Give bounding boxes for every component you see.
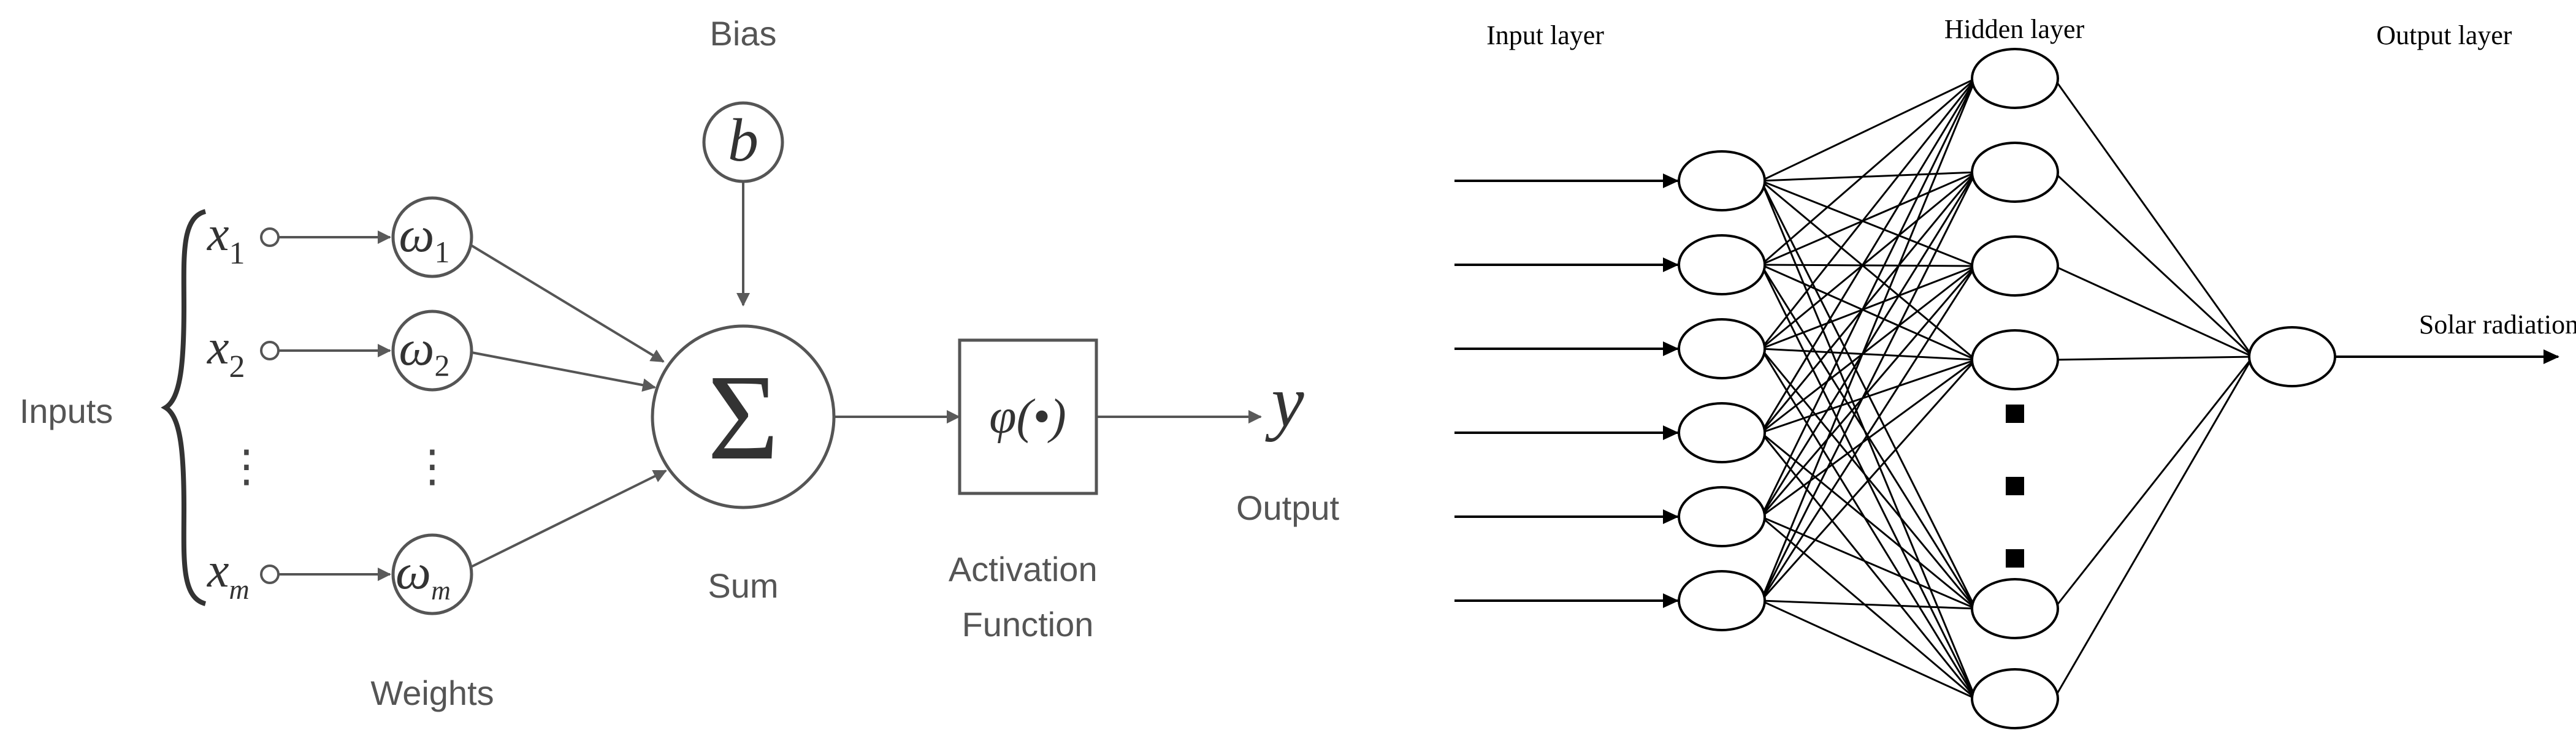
connection-input-2-hidden-4 [1760,264,1976,361]
output-symbol: y [1264,360,1304,442]
input-x2-node [260,341,280,360]
connection-input-5-hidden-2 [1760,172,1977,517]
connection-input-5-hidden-5 [1760,515,1976,610]
network-nodes [1678,48,2336,729]
weight-w2-node [391,310,473,392]
connection-input-2-hidden-1 [1760,77,1976,266]
bias-node [702,101,784,183]
input-x1-node [260,227,280,247]
bias-symbol: b [728,106,759,174]
connection-input-5-hidden-4 [1760,359,1976,518]
inputs-ellipsis: ⋮ [224,442,269,491]
network-connections [1760,77,2254,700]
hidden-gap-marker-2 [2006,477,2024,495]
connection-input-3-hidden-4 [1760,348,1976,361]
connection-input-3-hidden-5 [1760,348,1977,609]
hidden-node-6 [1971,668,2059,729]
input-x1-label: x1 [207,207,245,271]
hidden-gap-marker-3 [2006,549,2024,568]
input-node-1 [1678,150,1766,211]
connection-input-4-hidden-1 [1760,78,1977,433]
connection-input-6-hidden-3 [1760,265,1977,601]
connection-input-6-hidden-6 [1760,599,1976,700]
weight-wm-to-sum-arrow [470,470,667,568]
connection-input-6-hidden-5 [1760,599,1976,610]
connection-input-4-hidden-3 [1760,265,1976,434]
hidden-gap-marker-1 [2006,405,2024,423]
sum-symbol: Σ [708,350,779,485]
input-x2-label: x2 [207,321,245,384]
weight-wm-label: ωm [396,544,451,606]
connection-input-4-hidden-5 [1760,432,1976,610]
weight-w1-label: ω1 [399,207,450,269]
solar-radiation-label: Solar radiation [2419,310,2576,340]
connection-input-1-hidden-2 [1760,171,1976,182]
input-layer-label: Input layer [1486,20,1604,50]
output-layer-label: Output layer [2376,20,2512,50]
hidden-node-3 [1971,235,2059,297]
connection-input-5-hidden-1 [1760,78,1977,517]
weight-w1-node [391,196,473,278]
connection-input-6-hidden-2 [1760,172,1977,601]
input-xm-label: xm [207,544,250,605]
connection-input-3-hidden-3 [1760,265,1976,350]
input-node-6 [1678,570,1766,631]
connection-input-1-hidden-4 [1760,180,1976,361]
inputs-brace [161,209,207,606]
weight-wm-node [391,533,473,615]
input-node-4 [1678,402,1766,463]
output-label: Output [1236,489,1340,527]
weight-w2-to-sum-arrow [471,351,656,392]
connection-input-6-hidden-4 [1760,359,1977,601]
connection-input-1-hidden-3 [1760,180,1976,267]
activation-symbol: φ(•) [989,390,1066,444]
connection-hidden-4-output [2054,355,2253,361]
connection-input-4-hidden-2 [1760,172,1977,433]
activation-label: Activation Function [949,550,1107,644]
connection-hidden-6-output [2053,356,2254,699]
connection-input-4-hidden-4 [1760,359,1976,434]
connection-input-2-hidden-6 [1760,264,1977,699]
weight-w1-to-sum-arrow [470,244,665,363]
bias-label: Bias [710,14,777,53]
perceptron-diagram: Bias b Inputs x1 ω1 x2 ω2 ⋮ ⋮ xm [20,14,1340,712]
input-node-5 [1678,486,1766,547]
connection-input-6-hidden-1 [1760,78,1977,601]
input-xm-node [260,565,280,584]
connection-input-1-hidden-1 [1760,77,1976,182]
neural-network-diagram: Input layer Hidden layer Output layer So… [1454,14,2576,729]
hidden-node-4 [1971,329,2059,390]
inputs-label: Inputs [20,392,113,430]
connection-input-2-hidden-3 [1760,264,1976,267]
connection-hidden-2-output [2053,171,2254,358]
connection-input-3-hidden-1 [1760,78,1977,349]
connection-input-1-hidden-5 [1760,180,1977,609]
connection-hidden-5-output [2053,356,2254,609]
connection-hidden-3-output [2054,265,2253,358]
connection-input-2-hidden-5 [1760,264,1977,609]
activation-box [958,338,1098,495]
weights-label: Weights [370,674,494,712]
connection-input-5-hidden-6 [1760,515,1976,700]
connection-input-3-hidden-2 [1760,171,1976,350]
hidden-layer-gap-markers [2006,405,2024,568]
connection-input-2-hidden-2 [1760,171,1976,266]
hidden-node-1 [1971,48,2059,109]
weights-ellipsis: ⋮ [410,442,454,491]
weight-w2-label: ω2 [399,320,450,382]
connection-input-5-hidden-3 [1760,265,1977,517]
connection-hidden-1-output [2053,78,2254,357]
connection-input-3-hidden-6 [1760,348,1977,699]
sum-label: Sum [708,566,778,605]
hidden-node-5 [1971,578,2059,639]
network-input-arrows [1454,173,1679,608]
connection-input-4-hidden-6 [1760,432,1977,699]
hidden-layer-label: Hidden layer [1944,14,2085,44]
input-node-2 [1678,234,1766,295]
output-node [2248,326,2336,387]
input-node-3 [1678,318,1766,379]
connection-input-1-hidden-6 [1760,180,1977,699]
hidden-node-2 [1971,142,2059,203]
